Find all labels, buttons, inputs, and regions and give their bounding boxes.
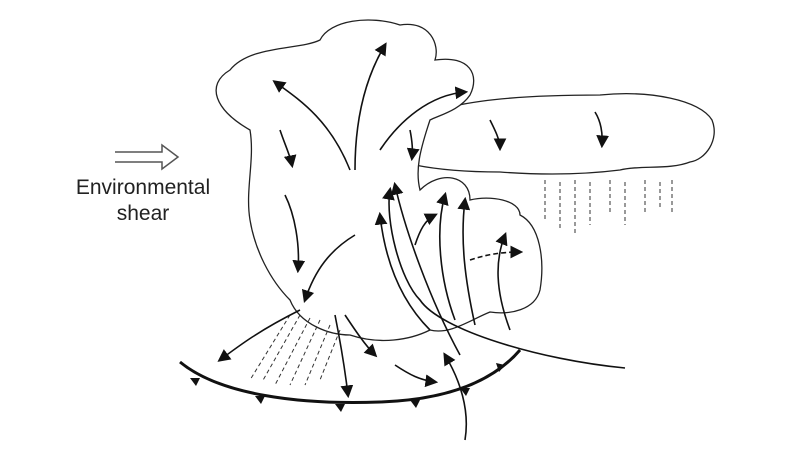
downdraft-precipitation [249,314,341,386]
shear-label: Environmental shear [58,175,228,227]
anvil-cloud [399,93,715,175]
storm-tower-cloud [215,19,543,342]
anvil-precipitation [544,180,673,235]
shear-label-line1: Environmental [75,176,211,199]
gust-front [179,349,522,412]
airflow-arrows [217,42,626,441]
shear-label-line2: shear [116,202,170,225]
shear-arrow-icon [115,143,180,171]
